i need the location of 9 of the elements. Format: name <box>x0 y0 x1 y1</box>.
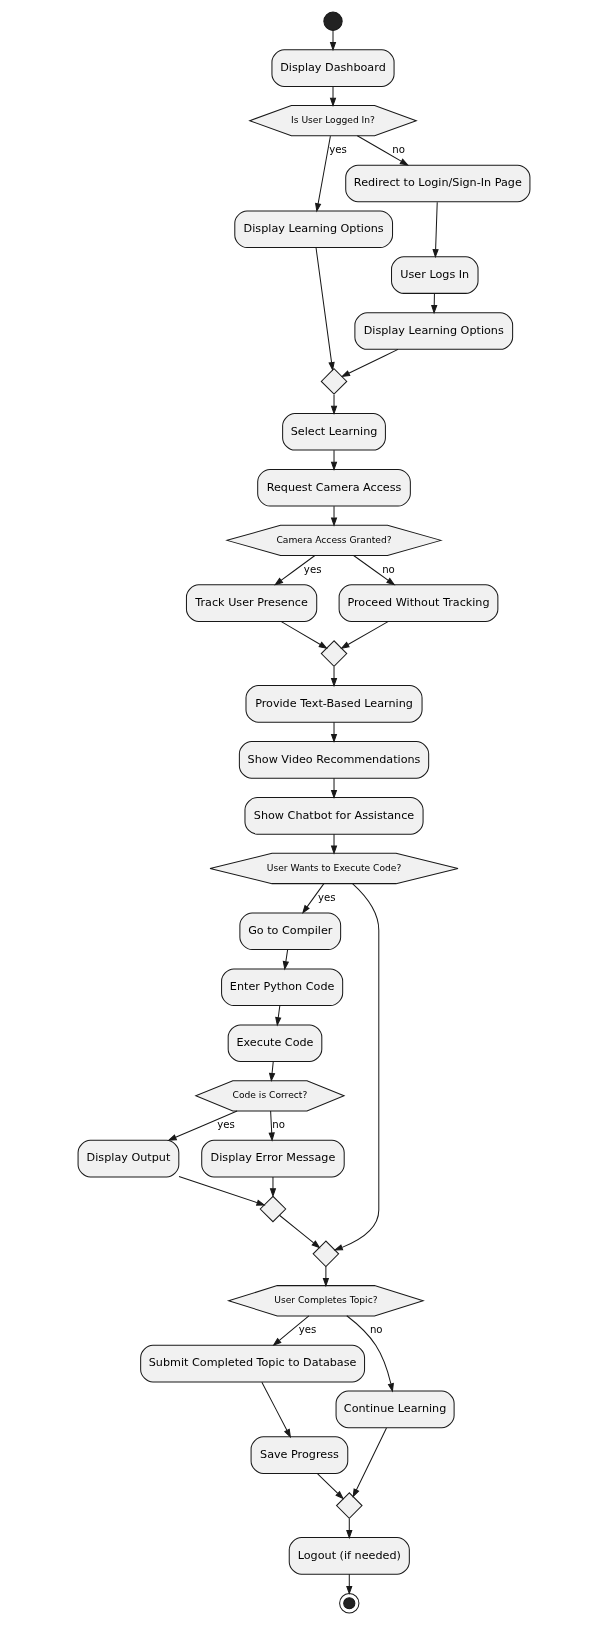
edge-label: yes <box>303 563 321 575</box>
edge-label: no <box>381 563 395 575</box>
edge-label: yes <box>216 1119 235 1131</box>
edge-label: no <box>271 1119 285 1131</box>
edge-label: no <box>369 1324 383 1336</box>
edge-label: no <box>391 143 405 155</box>
edge-label: yes <box>298 1324 316 1336</box>
edge-label: yes <box>328 143 347 155</box>
edge-label: yes <box>317 891 336 903</box>
